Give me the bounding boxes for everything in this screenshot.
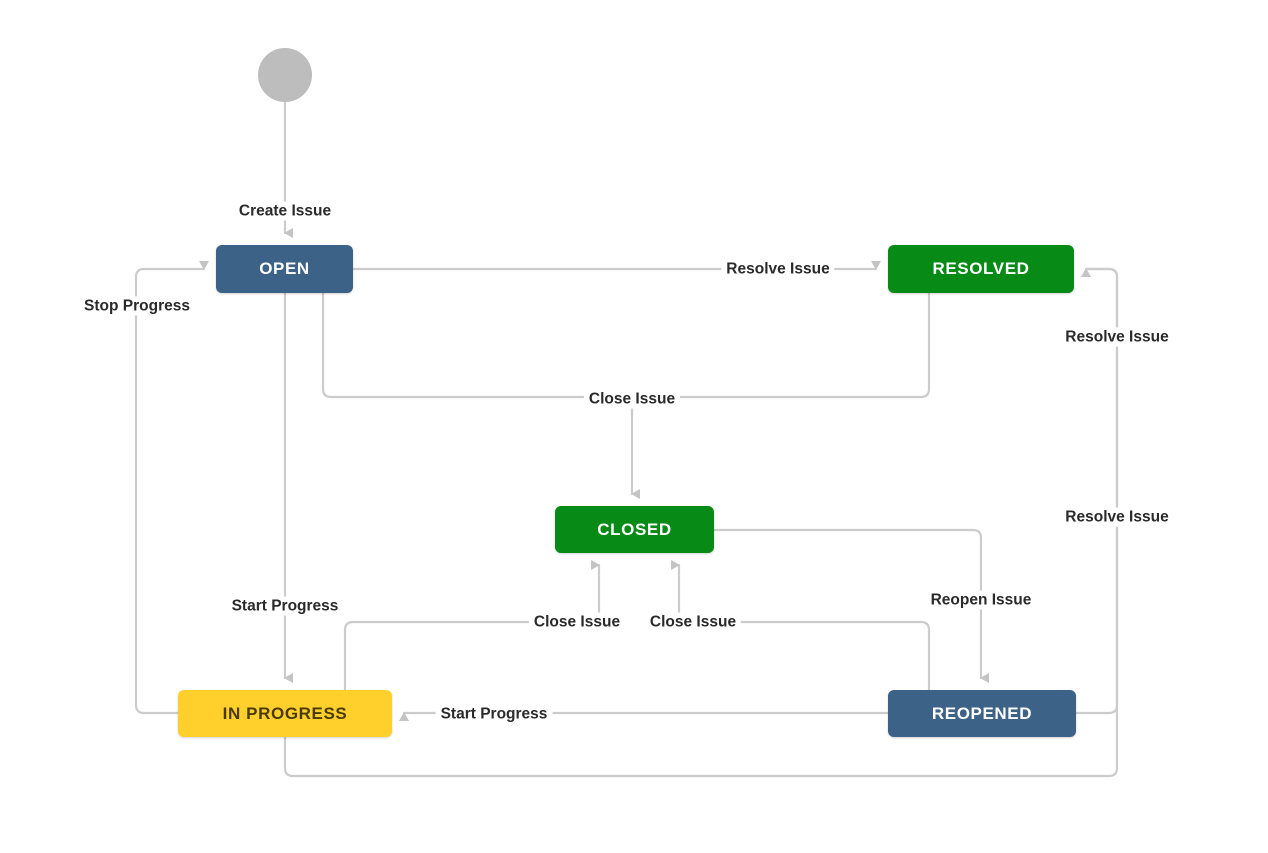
transition-label-in-progress-resolve-issue: Resolve Issue — [1060, 507, 1174, 527]
state-node-open-label: OPEN — [259, 259, 310, 278]
edge-closed-reopen-issue — [712, 528, 989, 683]
start-node — [258, 48, 312, 102]
state-node-in-progress-label: IN PROGRESS — [222, 703, 348, 723]
edge-resolved-close-issue — [630, 291, 931, 399]
edge-in-progress-stop-progress — [134, 261, 209, 715]
edge-reopened-close-issue — [671, 560, 931, 692]
state-node-open[interactable]: OPEN — [216, 245, 353, 293]
transition-label-reopened-start-progress: Start Progress — [435, 704, 553, 724]
transition-label-stop-progress: Stop Progress — [79, 296, 195, 316]
edge-in-progress-close-issue — [343, 560, 601, 692]
state-node-closed[interactable]: CLOSED — [555, 506, 714, 553]
state-node-in-progress[interactable]: IN PROGRESS — [178, 690, 392, 737]
transition-label-open-resolve-issue: Resolve Issue — [721, 259, 835, 279]
transition-label-reopened-close-issue: Close Issue — [644, 612, 742, 632]
transition-label-closed-reopen-issue: Reopen Issue — [925, 590, 1037, 610]
transition-label-in-progress-close-issue: Close Issue — [528, 612, 626, 632]
state-node-closed-label: CLOSED — [597, 519, 672, 539]
state-node-reopened[interactable]: REOPENED — [888, 690, 1076, 737]
transition-label-reopened-resolve-issue: Resolve Issue — [1060, 327, 1174, 347]
state-node-reopened-label: REOPENED — [931, 703, 1033, 723]
transition-label-open-close-issue: Close Issue — [583, 389, 681, 409]
transition-label-create-issue: Create Issue — [233, 201, 337, 221]
transition-label-open-start-progress: Start Progress — [226, 596, 344, 616]
edge-in-progress-resolve-issue — [283, 267, 1119, 778]
edge-open-close-issue — [321, 291, 634, 399]
state-node-resolved-label: RESOLVED — [932, 259, 1030, 278]
state-node-resolved[interactable]: RESOLVED — [888, 245, 1074, 293]
